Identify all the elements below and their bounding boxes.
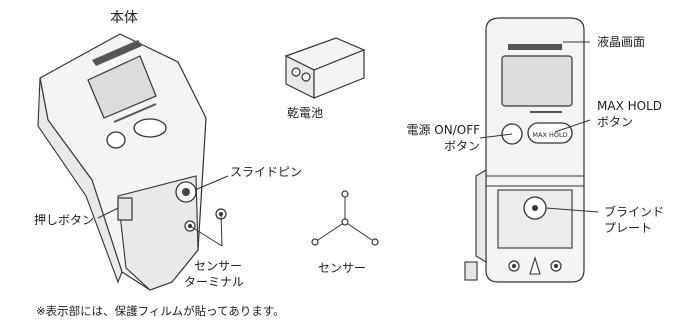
push-button-label: 押しボタン — [34, 213, 94, 227]
blind-plate-label-line1: ブラインド — [604, 204, 664, 219]
sensor-terminal-label-line2: ターミナル — [184, 275, 244, 289]
device-front-illustration: MAX HOLD — [464, 17, 585, 283]
maxhold-button-text: MAX HOLD — [532, 131, 567, 139]
sensor-label: センサー — [318, 261, 366, 275]
sensor-illustration — [311, 190, 379, 246]
lcd-label: 液晶画面 — [597, 34, 645, 49]
maxhold-label-line2: ボタン — [597, 115, 633, 129]
sensor-terminal-label-line1: センサー — [194, 259, 242, 273]
power-button-label-line1: 電源 ON/OFF — [406, 123, 480, 137]
protective-film-footnote: ※表示部には、保護フィルムが貼ってあります。 — [36, 304, 285, 318]
main-unit-title: 本体 — [110, 10, 138, 26]
leader-lines — [97, 41, 599, 247]
power-button-label-line2: ボタン — [444, 139, 480, 153]
battery-label: 乾電池 — [287, 106, 323, 120]
blind-plate-label-line2: プレート — [604, 221, 652, 235]
maxhold-label-line1: MAX HOLD — [597, 99, 662, 113]
device-perspective-illustration — [37, 33, 227, 291]
battery-illustration — [284, 37, 366, 99]
slide-pin-label: スライドピン — [230, 165, 302, 179]
